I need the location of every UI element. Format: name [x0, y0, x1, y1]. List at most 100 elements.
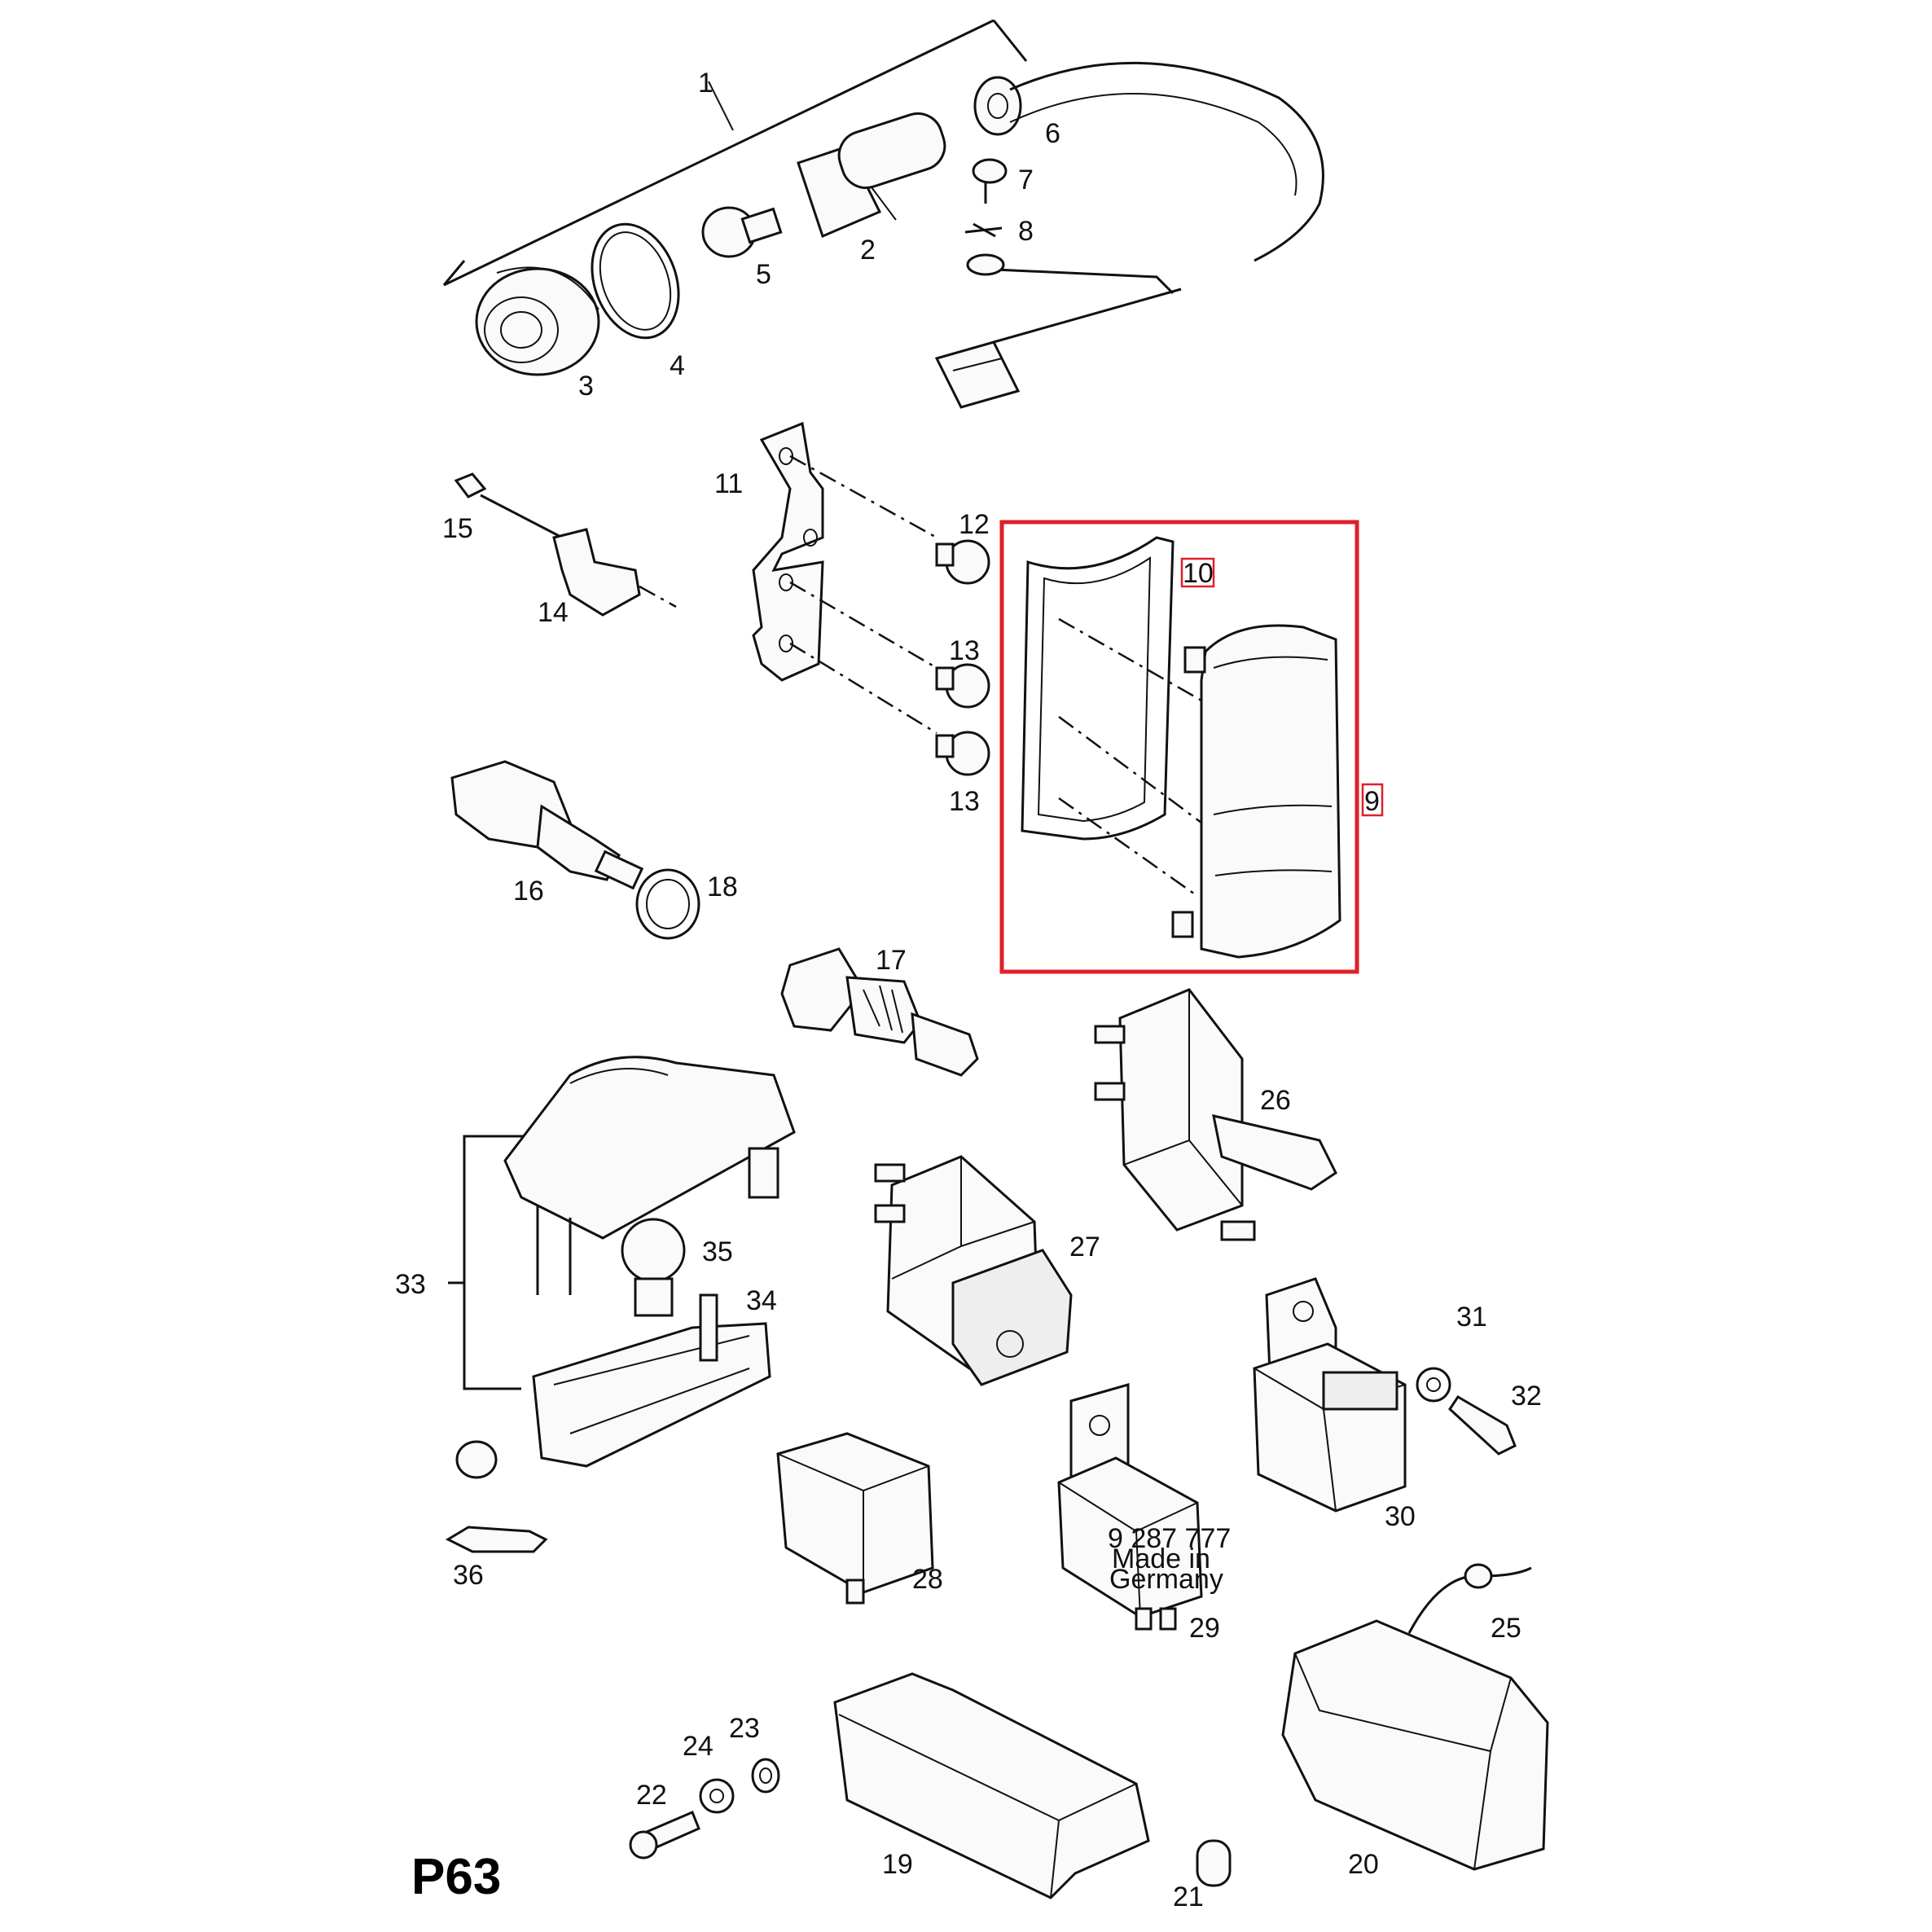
label-35[interactable]: 35	[702, 1236, 733, 1267]
highlighted-tail-lamp-group	[999, 520, 1384, 974]
page-code: P63	[411, 1849, 501, 1905]
bracket-assembly	[752, 421, 990, 776]
label-30[interactable]: 30	[1385, 1501, 1416, 1532]
part-32-screw[interactable]	[1448, 1394, 1517, 1456]
label-19[interactable]: 19	[882, 1849, 913, 1880]
label-16[interactable]: 16	[513, 876, 544, 907]
label-33[interactable]: 33	[395, 1269, 426, 1300]
part-4-seal-ring[interactable]	[577, 212, 693, 350]
label-29[interactable]: 29	[1189, 1613, 1220, 1644]
leader-dash-13b	[789, 642, 937, 735]
part-2-lamp-holder[interactable]	[797, 108, 951, 239]
dash-9b	[1058, 715, 1202, 824]
label-13b[interactable]: 13	[949, 786, 980, 817]
part-5-bulb[interactable]	[701, 206, 783, 258]
part-24-washer[interactable]	[699, 1778, 735, 1814]
part-31-washer[interactable]	[1416, 1367, 1451, 1403]
part-16-switch[interactable]	[450, 760, 644, 890]
label-26[interactable]: 26	[1260, 1085, 1291, 1116]
part-10-gasket[interactable]	[1021, 536, 1175, 841]
label-8[interactable]: 8	[1018, 216, 1034, 247]
label-13a[interactable]: 13	[949, 635, 980, 666]
part-20-lamp[interactable]	[1281, 1619, 1549, 1871]
label-32[interactable]: 32	[1511, 1381, 1542, 1412]
part-14-clip[interactable]	[552, 528, 677, 617]
dash-9c	[1058, 797, 1198, 898]
wire-connector[interactable]	[934, 340, 1021, 409]
part-34-lamp-base[interactable]	[532, 1293, 771, 1468]
label-27[interactable]: 27	[1069, 1232, 1100, 1262]
relay-29-text-2: Made in	[1112, 1543, 1210, 1574]
part-6-grommet[interactable]	[973, 76, 1022, 136]
ring-terminal	[966, 253, 1005, 276]
part-13a-bulb[interactable]	[935, 663, 990, 709]
part-19-lamp[interactable]	[833, 1672, 1150, 1899]
part-33-lamp-assembly	[445, 1056, 796, 1553]
label-4[interactable]: 4	[670, 350, 685, 381]
label-21[interactable]: 21	[1173, 1882, 1204, 1912]
label-3[interactable]: 3	[578, 371, 594, 402]
part-12-bulb[interactable]	[935, 539, 990, 585]
label-36[interactable]: 36	[453, 1560, 484, 1591]
label-9-box	[1361, 783, 1384, 817]
label-24[interactable]: 24	[683, 1731, 714, 1762]
part-36-grommet[interactable]	[455, 1440, 498, 1479]
label-34[interactable]: 34	[746, 1285, 777, 1316]
part-33-lamp-housing[interactable]	[503, 1056, 796, 1295]
part-28-relay[interactable]	[776, 1432, 934, 1605]
part-13b-bulb[interactable]	[935, 731, 990, 776]
part-1-leader	[708, 81, 734, 131]
part-35-bulb[interactable]	[621, 1218, 686, 1317]
label-12[interactable]: 12	[959, 509, 990, 540]
relay-29-text-1: 9 287 777	[1108, 1523, 1231, 1554]
part-36-cap[interactable]	[445, 1526, 548, 1553]
label-10-box	[1180, 557, 1215, 588]
part-23-washer[interactable]	[751, 1758, 780, 1794]
part-22-screw[interactable]	[629, 1811, 700, 1860]
part-15-screw[interactable]	[454, 472, 571, 543]
label-1[interactable]: 1	[698, 68, 714, 99]
part-21-bulb[interactable]	[1196, 1839, 1232, 1887]
part-7-screw[interactable]	[972, 158, 1008, 204]
part-8-clip[interactable]	[964, 222, 1003, 238]
label-31[interactable]: 31	[1456, 1302, 1487, 1333]
part-18-washer[interactable]	[635, 868, 700, 940]
part-1-bracket	[442, 19, 1028, 287]
label-18[interactable]: 18	[707, 872, 738, 902]
leader-dash-12	[789, 454, 937, 539]
part-33-bracket	[463, 1135, 533, 1390]
fog-lamp-assembly	[442, 19, 1324, 409]
label-7[interactable]: 7	[1018, 165, 1034, 195]
label-28[interactable]: 28	[912, 1564, 943, 1595]
part-30-relay[interactable]	[1253, 1277, 1407, 1513]
label-25[interactable]: 25	[1491, 1613, 1521, 1644]
label-20[interactable]: 20	[1348, 1849, 1379, 1880]
part-26-switch[interactable]	[1094, 988, 1337, 1241]
label-22[interactable]: 22	[636, 1780, 667, 1811]
wire-harness	[977, 267, 1182, 344]
part-25-cable[interactable]	[1407, 1563, 1532, 1634]
label-15[interactable]: 15	[442, 513, 473, 544]
label-14[interactable]: 14	[538, 597, 569, 628]
label-5[interactable]: 5	[756, 259, 771, 290]
label-17[interactable]: 17	[876, 945, 907, 976]
label-11[interactable]: 11	[714, 468, 743, 499]
part-27-switch[interactable]	[874, 1155, 1073, 1386]
part-labels: 1 2 3 4 5 6 7 8 9 10 11 12 13 13 14 15 1…	[395, 68, 1542, 1912]
label-10[interactable]: 10	[1183, 558, 1214, 589]
relay-29-text-3: Germany	[1109, 1564, 1223, 1595]
part-11-bracket[interactable]	[752, 421, 824, 682]
label-23[interactable]: 23	[729, 1713, 760, 1744]
label-9[interactable]: 9	[1364, 786, 1380, 817]
leader-dash-13a	[789, 581, 937, 670]
highlight-frame	[999, 520, 1359, 974]
label-6[interactable]: 6	[1045, 118, 1060, 149]
part-29-relay[interactable]: 9 287 777 Made in Germany	[1057, 1383, 1231, 1631]
cable	[1009, 61, 1324, 262]
label-2[interactable]: 2	[860, 235, 876, 266]
part-9-tail-lamp[interactable]	[1171, 624, 1341, 959]
dash-9a	[1058, 617, 1202, 702]
part-3-lamp-lens[interactable]	[475, 266, 600, 376]
part-17-sensor[interactable]	[780, 947, 979, 1077]
